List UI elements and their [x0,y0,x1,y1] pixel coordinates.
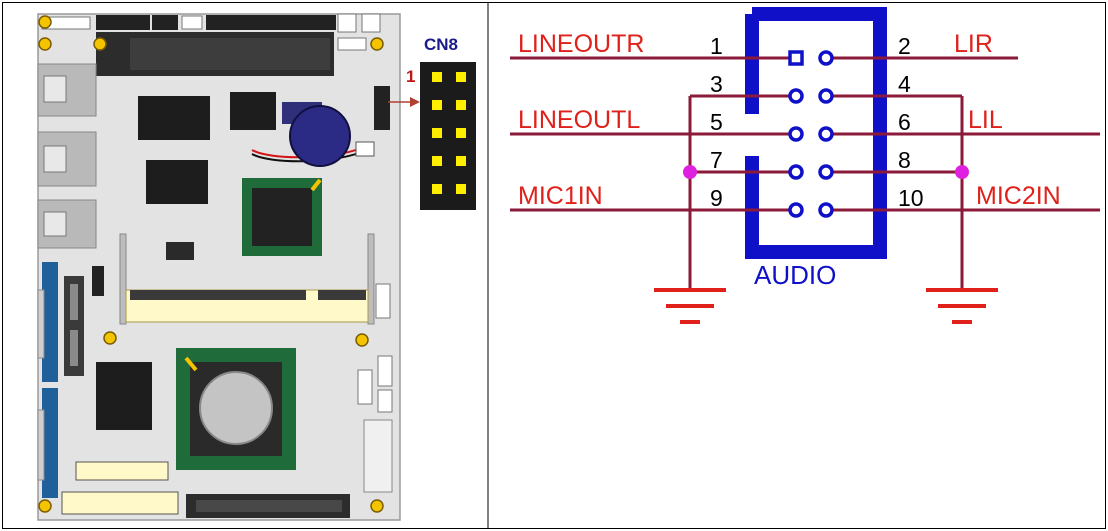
ground-symbol-left [654,288,726,324]
audio-schematic: LINEOUTR LINEOUTL MIC1IN LIR LIL MIC2IN … [510,7,1100,324]
junction-dot-right [955,165,969,179]
cn8-pin [456,128,466,138]
pin-mark-8 [818,164,834,180]
pin-mark-3 [788,88,804,104]
cmos-battery [251,102,375,167]
top-header-4 [181,15,203,30]
signal-label-lineoutr: LINEOUTR [518,30,644,58]
connector-title: AUDIO [754,260,836,290]
jumper-header [374,86,390,130]
pin-number-7: 7 [710,147,723,173]
top-header-8 [337,37,367,51]
cn8-pointer [388,97,420,107]
pin-mark-1 [788,50,804,66]
wires-right [832,56,1100,290]
pin-mark-7 [788,164,804,180]
pin-number-3: 3 [710,71,723,97]
top-header-5 [206,15,336,30]
signal-label-lir: LIR [954,30,993,58]
pin-marks [788,50,834,218]
board-layout: CN8 1 [37,13,476,521]
signal-label-mic2in: MIC2IN [976,182,1061,210]
pin-mark-10 [818,202,834,218]
junction-dot-left [683,165,697,179]
signal-label-lineoutl: LINEOUTL [518,106,640,134]
top-header-2 [96,15,150,30]
chipset-small [242,178,322,256]
side-connectors [37,262,104,498]
mounting-holes [38,15,384,513]
pin-number-4: 4 [898,71,911,97]
top-header-6 [337,13,357,33]
pin-mark-9 [788,202,804,218]
cpu-package [176,348,296,470]
signal-label-lil: LIL [968,106,1003,134]
pin-number-6: 6 [898,109,911,135]
right-headers [357,355,393,493]
pin-number-10: 10 [898,185,924,211]
ground-symbol-right [926,288,998,324]
cn8-pin [432,156,442,166]
wires-left [510,56,790,290]
pin-number-8: 8 [898,147,911,173]
side-ports [37,63,97,249]
cn8-label: CN8 [424,35,458,54]
cn8-pin [456,156,466,166]
pin-number-5: 5 [710,109,723,135]
cn8-header [420,62,476,210]
pin-number-9: 9 [710,185,723,211]
cn8-pin1-marker: 1 [406,67,415,86]
bottom-connectors [61,461,350,518]
signal-label-mic1in: MIC1IN [518,182,603,210]
cn8-pin [456,100,466,110]
ic-chips [96,92,276,430]
cn8-pin [432,128,442,138]
pin-mark-6 [818,126,834,142]
cn8-pin [456,72,466,82]
pin-number-2: 2 [898,33,911,59]
top-header-7 [361,13,381,33]
pin-mark-4 [818,88,834,104]
cn8-pin [456,184,466,194]
cn8-pins [432,72,466,194]
cn8-pin [432,72,442,82]
sodimm-slot [119,233,391,325]
idc-connector-inner [130,38,330,70]
pin-number-1: 1 [710,33,723,59]
pin-mark-5 [788,126,804,142]
cn8-pin [432,100,442,110]
pin-mark-2 [818,50,834,66]
top-header-3 [152,15,178,30]
cn8-pin [432,184,442,194]
